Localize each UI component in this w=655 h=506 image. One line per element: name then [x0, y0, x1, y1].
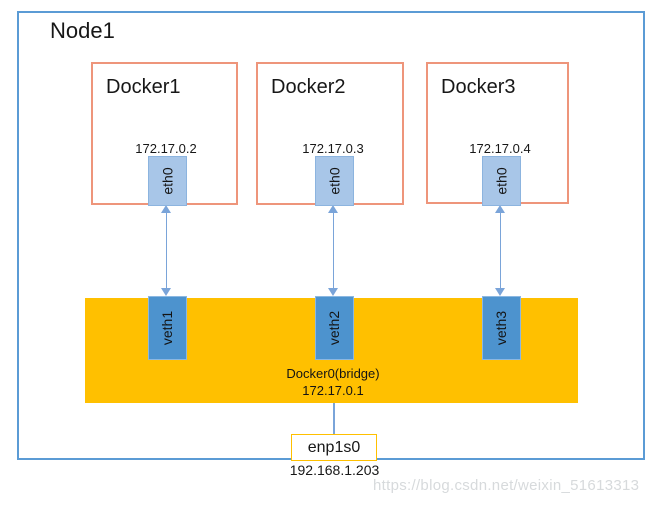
- host-interface-label: enp1s0: [307, 438, 361, 456]
- bridge-ip: 172.17.0.1: [302, 383, 364, 398]
- docker1-veth-connection-arrow: [161, 205, 171, 296]
- arrow-down-icon: [328, 288, 338, 296]
- arrow-line: [499, 211, 501, 290]
- docker3-label: Docker3: [441, 76, 516, 98]
- arrow-up-icon: [328, 205, 338, 213]
- bridge-label: Docker0(bridge) 172.17.0.1: [233, 365, 433, 399]
- arrow-line: [165, 211, 167, 290]
- docker1-eth0-box: eth0: [148, 156, 187, 206]
- arrow-down-icon: [495, 288, 505, 296]
- arrow-down-icon: [161, 288, 171, 296]
- arrow-line: [332, 211, 334, 290]
- veth3-label: veth3: [493, 310, 510, 346]
- docker2-eth0-box: eth0: [315, 156, 354, 206]
- docker3-eth0-box: eth0: [482, 156, 521, 206]
- docker1-eth0-label: eth0: [159, 167, 176, 195]
- host-ip-label: 192.168.1.203: [289, 462, 380, 478]
- arrow-up-icon: [161, 205, 171, 213]
- docker2-label: Docker2: [271, 76, 346, 98]
- veth2-box: veth2: [315, 296, 354, 360]
- docker3-veth-connection-arrow: [495, 205, 505, 296]
- docker3-eth0-label: eth0: [493, 167, 510, 195]
- veth2-label: veth2: [326, 310, 343, 346]
- veth3-box: veth3: [482, 296, 521, 360]
- bridge-to-host-connector-line: [333, 403, 335, 434]
- docker2-eth0-label: eth0: [326, 167, 343, 195]
- docker2-veth-connection-arrow: [328, 205, 338, 296]
- host-interface-box: enp1s0: [291, 434, 377, 461]
- docker1-label: Docker1: [106, 76, 181, 98]
- docker1-ip-label: 172.17.0.2: [135, 141, 197, 156]
- arrow-up-icon: [495, 205, 505, 213]
- veth1-box: veth1: [148, 296, 187, 360]
- docker2-ip-label: 172.17.0.3: [302, 141, 364, 156]
- node1-label: Node1: [50, 18, 115, 43]
- bridge-name: Docker0(bridge): [286, 366, 380, 381]
- docker3-ip-label: 172.17.0.4: [469, 141, 531, 156]
- watermark-text: https://blog.csdn.net/weixin_51613313: [373, 477, 640, 494]
- veth1-label: veth1: [159, 310, 176, 346]
